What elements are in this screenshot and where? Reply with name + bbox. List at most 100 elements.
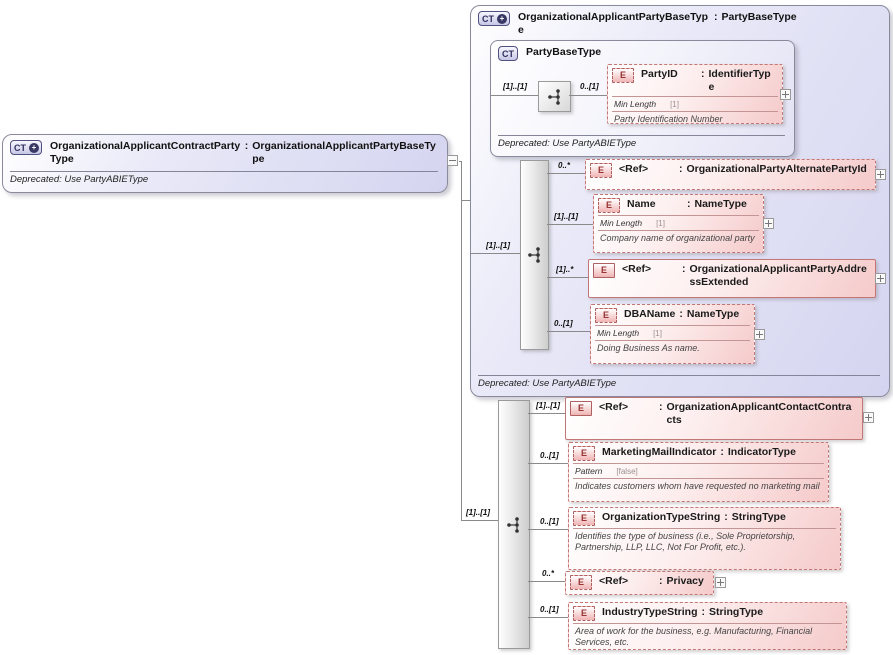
facet-row: Pattern[false] [573,463,824,479]
connector-line [528,463,568,464]
annotation-deprecated: Deprecated: Use PartyABIEType [10,171,438,185]
element-title: E <Ref> : OrganizationApplicantContactCo… [566,398,862,429]
colon: : [701,68,705,80]
element-title: E DBAName : NameType [591,305,754,325]
connector-line [528,413,565,414]
collapse-icon[interactable] [447,155,458,166]
element-box-dba-name[interactable]: E DBAName : NameType Min Length[1] Doing… [590,304,755,364]
colon: : [682,263,686,275]
connector-line [547,173,585,174]
complex-type-box-contract-party[interactable]: CT+ OrganizationalApplicantContractParty… [2,134,448,193]
element-icon: E [573,446,595,461]
element-type: StringType [708,606,764,618]
element-type: NameType [686,308,740,320]
element-box-ref-address-extended[interactable]: E <Ref> : OrganizationalApplicantPartyAd… [588,259,876,298]
colon: : [701,606,705,618]
complex-type-icon: CT+ [10,140,42,155]
expand-icon[interactable] [763,218,774,229]
sequence-compositor[interactable] [520,160,549,350]
facet-row: Min Length[1] [595,325,750,341]
element-description: Party Identification Number [614,114,723,124]
complex-type-icon: CT [498,46,518,61]
element-name: <Ref> [622,263,652,275]
element-title: E <Ref> : OrganizationalApplicantPartyAd… [589,260,875,291]
expand-icon[interactable] [780,89,791,100]
element-type: StringType [731,511,786,523]
colon: : [659,575,663,587]
element-name: OrganizationTypeString [602,511,721,523]
colon: : [244,140,249,152]
element-box-ref-privacy[interactable]: E <Ref> : Privacy [565,571,714,595]
element-icon: E [595,308,617,323]
colon: : [679,308,683,320]
element-box-marketing-mail-indicator[interactable]: E MarketingMailIndicator : IndicatorType… [568,442,829,502]
element-name: PartyID [641,68,678,80]
colon: : [714,11,718,23]
element-icon: E [593,263,615,278]
colon: : [724,511,728,523]
connector-line [461,520,498,521]
expand-icon[interactable] [875,169,886,180]
cardinality-label: 0..[1] [540,517,559,526]
cardinality-label: 0..[1] [554,319,573,328]
element-name: Name [627,198,656,210]
annotation-deprecated: Deprecated: Use PartyABIEType [478,375,880,389]
cardinality-label: 0..[1] [580,82,599,91]
colon: : [679,163,683,175]
element-name: <Ref> [599,401,629,413]
sequence-compositor[interactable] [538,81,571,112]
element-title: E IndustryTypeString : StringType [569,603,846,623]
cardinality-label: 0..[1] [540,451,559,460]
element-icon: E [590,163,612,178]
colon: : [720,446,724,458]
complex-type-header: CT+ OrganizationalApplicantPartyBaseType… [471,6,889,37]
element-box-industry-type-string[interactable]: E IndustryTypeString : StringType Area o… [568,602,847,650]
complex-type-header: CT PartyBaseType [491,41,794,61]
element-icon: E [570,575,592,590]
connector-line [569,95,607,96]
cardinality-label: 0..* [558,161,571,170]
expand-icon[interactable] [863,412,874,423]
sequence-icon [507,516,519,533]
sequence-icon [527,247,540,263]
complex-type-icon: CT+ [478,11,510,26]
expand-icon[interactable] [715,577,726,588]
element-name: MarketingMailIndicator [602,446,717,458]
element-icon: E [573,606,595,621]
element-name: DBAName [624,308,676,320]
colon: : [687,198,691,210]
element-type: Privacy [666,575,704,587]
element-icon: E [598,198,620,213]
cardinality-label: [1]..[1] [466,508,490,517]
element-box-ref-alternate-party-id[interactable]: E <Ref> : OrganizationalPartyAlternatePa… [585,159,876,190]
element-title: E <Ref> : OrganizationalPartyAlternatePa… [586,160,875,180]
facet-row: Min Length[1] [612,96,778,112]
connector-line [490,95,538,96]
element-type: OrganizationalApplicantPartyAddressExten… [689,263,867,288]
base-type-name: OrganizationalApplicantPartyBaseType [252,140,436,165]
element-box-name[interactable]: E Name : NameType Min Length[1] Company … [593,194,764,253]
connector-line [528,617,568,618]
connector-line [547,224,593,225]
cardinality-label: [1]..[1] [486,241,510,250]
colon: : [659,401,663,413]
base-type-name: PartyBaseType [721,11,797,23]
element-type: NameType [694,198,747,210]
element-type: OrganizationalPartyAlternatePartyId [686,163,867,175]
element-title: E Name : NameType [594,195,763,215]
complex-type-header: CT+ OrganizationalApplicantContractParty… [3,135,447,166]
element-box-partyid[interactable]: E PartyID : IdentifierType Min Length[1]… [607,64,783,124]
element-name: IndustryTypeString [602,606,698,618]
derived-plus-icon: + [29,142,39,153]
sequence-compositor[interactable] [498,400,530,649]
cardinality-label: 0..* [542,569,555,578]
element-title: E PartyID : IdentifierType [608,65,782,96]
element-box-organization-type-string[interactable]: E OrganizationTypeString : StringType Id… [568,507,841,570]
expand-icon[interactable] [875,273,886,284]
sequence-icon [547,88,560,105]
element-box-ref-contact-contracts[interactable]: E <Ref> : OrganizationApplicantContactCo… [565,397,863,440]
connector-line [547,277,588,278]
cardinality-label: [1]..[1] [536,401,560,410]
expand-icon[interactable] [754,329,765,340]
